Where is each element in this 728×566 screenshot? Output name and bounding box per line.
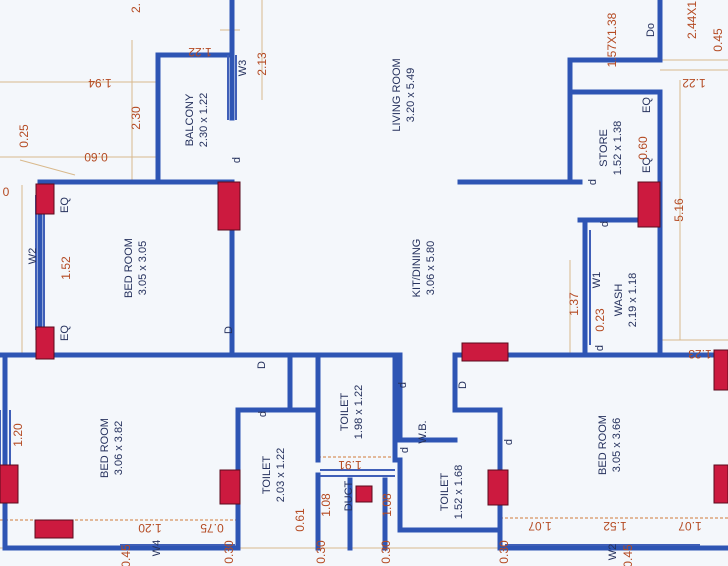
dim-label: 2.44X1 [685,1,699,39]
dim-label: 1.08 [380,493,394,517]
kitchen-dining-size: 3.06 x 5.80 [425,241,437,295]
door-mark-small: d [399,447,411,453]
toilet-2-name: TOILET [339,393,351,432]
living-room-name: LIVING ROOM [391,58,403,131]
window-w3: W3 [237,60,249,77]
door-mark: D [457,381,469,389]
dim-label: 1.52 [603,519,627,533]
dim-label: 0.75 [200,521,224,535]
toilet-3-size: 1.52 x 1.68 [453,465,465,519]
door-mark-small: d [587,179,599,185]
dimension-labels: 2.13 1.22 1.94 2.30 0.25 0.60 1.52 5.16 … [3,1,725,566]
dim-label: 0.45 [711,28,725,52]
toilet-1-name: TOILET [261,456,273,495]
door-mark-small: d [594,345,606,351]
dim-label: 0.45 [621,544,635,566]
dim-label: 1.22 [188,45,212,59]
dim-label: 0.30 [497,540,511,564]
dim-label: 5.16 [672,198,686,222]
dim-label: 1.94 [88,76,112,90]
door-mark-small: d [397,382,409,388]
living-room-size: 3.20 x 5.49 [405,68,417,122]
dim-label: 2.30 [129,106,143,130]
dim-label: 0.30 [222,540,236,564]
wash-basin-label: W.B. [417,420,429,443]
bedroom-top-name: BED ROOM [123,238,135,298]
dim-label: 1.23 [688,347,712,361]
dim-label: 0.30 [379,540,393,564]
bedroom-right-name: BED ROOM [597,415,609,475]
dim-label: 0 [3,185,10,199]
door-mark-small: d [231,157,243,163]
eq-mark: EQ [641,97,653,113]
window-marks: W1 W2 W2 W3 W4 [27,60,619,561]
room-labels: LIVING ROOM 3.20 x 5.49 KIT/DINING 3.06 … [99,58,639,519]
eq-mark: EQ [641,157,653,173]
dim-label: 2. [129,3,143,13]
wash-name: WASH [613,284,625,317]
store-name: STORE [598,129,610,167]
dim-label: 0.45 [119,544,133,566]
dim-label: 1.57X1.38 [605,12,619,67]
bedroom-top-size: 3.05 x 3.05 [137,241,149,295]
dim-label: 0.30 [314,540,328,564]
dim-label: 1.20 [11,423,25,447]
dim-label: 2.13 [255,52,269,76]
toilet-3-name: TOILET [439,473,451,512]
dim-label: Do [645,23,657,37]
bedroom-left-size: 3.06 x 3.82 [113,421,125,475]
balcony-size: 2.30 x 1.22 [198,93,210,147]
duct-label: DUCT [343,480,355,511]
eq-mark: EQ [59,197,71,213]
wash-size: 2.19 x 1.18 [627,273,639,327]
dim-label: 1.20 [138,521,162,535]
window-w4: W4 [151,540,163,557]
door-mark-small: d [599,221,611,227]
dim-label: 1.52 [59,256,73,280]
toilet-1-size: 2.03 x 1.22 [275,448,287,502]
door-mark: D [256,361,268,369]
door-mark-small: d [257,411,269,417]
window-w1: W1 [591,272,603,289]
window-w2: W2 [607,544,619,561]
dim-label: 0.23 [593,308,607,332]
dim-label: 1.37 [567,292,581,316]
eq-mark: EQ [59,325,71,341]
store-size: 1.52 x 1.38 [612,121,624,175]
fixture-marks: DUCT W.B. D D D d d d d d d d d EQ EQ EQ… [59,97,653,512]
dim-label: 1.07 [678,519,702,533]
dim-label: 0.60 [84,150,108,164]
dim-label: 0.60 [636,136,650,160]
dim-label: 1.91 [338,458,362,472]
windows-and-doors [0,55,700,546]
structural-columns [0,181,728,539]
dim-label: 0.61 [293,508,307,532]
toilet-2-size: 1.98 x 1.22 [353,385,365,439]
dim-label: 1.22 [682,76,706,90]
window-w2: W2 [27,248,39,265]
door-mark: D [223,326,235,334]
dim-label: 1.07 [528,519,552,533]
bedroom-left-name: BED ROOM [99,418,111,478]
kitchen-dining-name: KIT/DINING [411,239,423,298]
door-mark-small: d [503,439,515,445]
dim-label: 0.25 [17,124,31,148]
balcony-name: BALCONY [184,93,196,146]
dim-label: 1.08 [319,493,333,517]
bedroom-right-size: 3.05 x 3.66 [611,418,623,472]
